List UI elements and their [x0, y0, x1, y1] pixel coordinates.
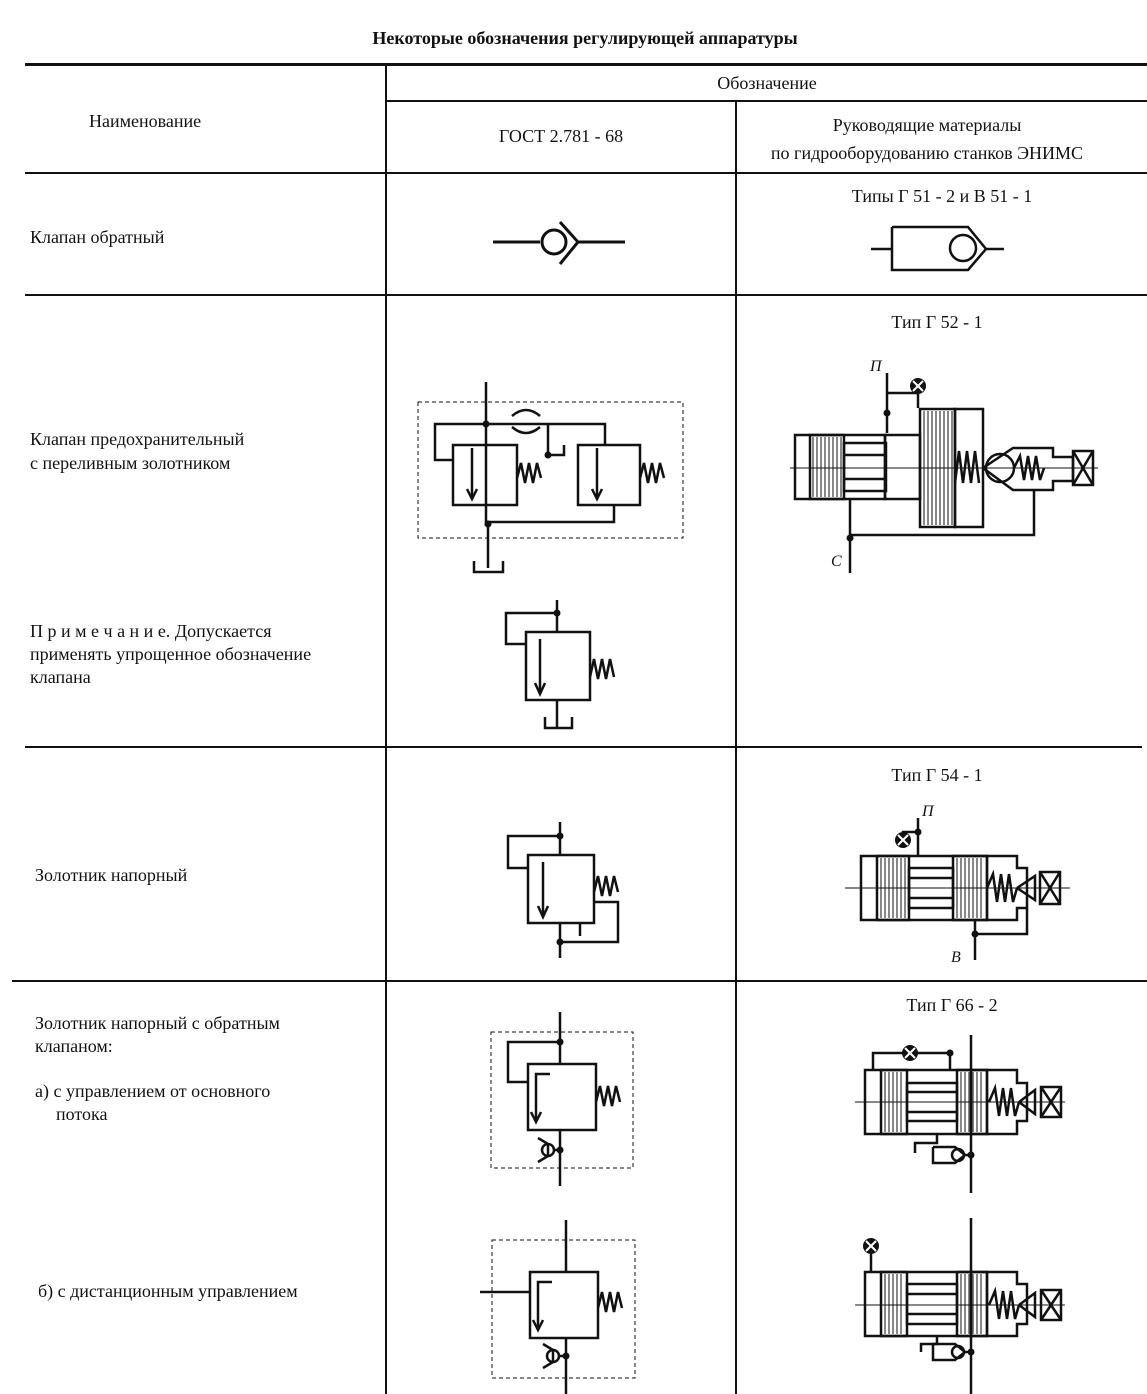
enims-relief-valve-symbol — [790, 373, 1098, 573]
row1-bottom-rule — [25, 294, 1147, 296]
row4-sub-a-line1: а) с управлением от основного — [35, 1081, 271, 1101]
row2-type-label: Тип Г 52 - 1 — [891, 312, 983, 332]
row1-name: Клапан обратный — [30, 227, 165, 247]
row2-note-word: Допускается — [174, 621, 272, 641]
row3-type-label: Тип Г 54 - 1 — [891, 765, 983, 785]
header-enims-line1: Руководящие материалы — [832, 115, 1022, 135]
gost-pressure-spool-symbol — [506, 822, 620, 958]
row2-bottom-rule — [25, 746, 1142, 748]
row2-port-c: С — [831, 553, 842, 570]
enims-pressure-spool-symbol — [845, 818, 1070, 960]
enims-spool-check-main-symbol — [855, 1035, 1065, 1193]
enims-check-valve-symbol — [871, 225, 1004, 272]
header-gost: ГОСТ 2.781 - 68 — [498, 126, 624, 146]
row2-port-p: П — [870, 358, 882, 375]
gost-relief-valve-symbol — [417, 382, 684, 574]
row2-note-line2: применять упрощенное обозначение — [30, 644, 312, 664]
col-divider-2 — [735, 101, 737, 1394]
table-top-rule — [25, 63, 1147, 66]
header-bottom-rule — [25, 172, 1147, 174]
row4-sub-b: б) с дистанционным управлением — [38, 1281, 298, 1301]
header-sub-rule — [386, 100, 1147, 102]
row4-type-label: Тип Г 66 - 2 — [906, 995, 998, 1015]
row2-name-line1: Клапан предохранительный — [30, 429, 245, 449]
row2-note-line3: клапана — [30, 667, 91, 687]
row3-bottom-rule — [12, 980, 1147, 982]
row4-name-line2: клапаном: — [35, 1036, 113, 1056]
gost-relief-valve-simplified-symbol — [504, 600, 616, 730]
row3-port-v: В — [951, 949, 961, 966]
row3-name: Золотник напорный — [35, 865, 188, 885]
row1-type-label: Типы Г 51 - 2 и В 51 - 1 — [851, 186, 1033, 206]
header-name-column: Наименование — [89, 111, 202, 131]
header-designation: Обозначение — [717, 73, 817, 93]
header-enims-line2: по гидрооборудованию станков ЭНИМС — [770, 143, 1084, 163]
row2-name-line2: с переливным золотником — [30, 453, 231, 473]
row2-note-spaced: П р и м е ч а н и е. — [30, 621, 171, 641]
col-divider-1 — [385, 64, 387, 1394]
gost-check-valve-symbol — [493, 220, 625, 265]
row4-sub-a-line2: потока — [56, 1104, 108, 1124]
enims-spool-check-remote-symbol — [855, 1218, 1065, 1394]
row2-note-line1: П р и м е ч а н и е. Допускается — [30, 620, 272, 643]
row4-name-line1: Золотник напорный с обратным — [35, 1013, 280, 1033]
page-title: Некоторые обозначения регулирующей аппар… — [372, 28, 798, 48]
gost-spool-check-main-symbol — [490, 1012, 634, 1186]
row3-port-p: П — [922, 803, 934, 820]
gost-spool-check-remote-symbol — [480, 1220, 636, 1394]
